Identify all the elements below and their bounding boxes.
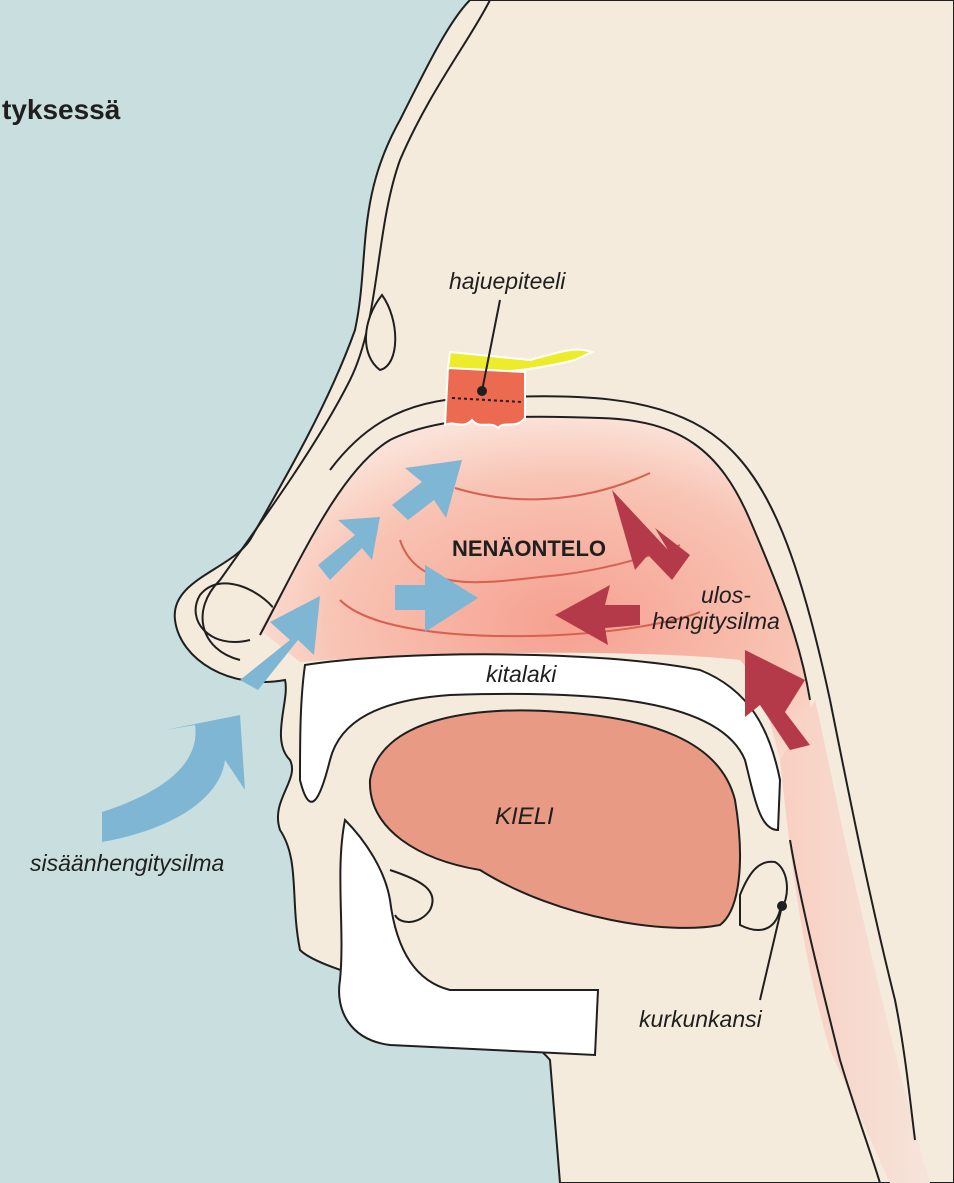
label-palate: kitalaki [486,661,556,688]
label-inhale-air: sisäänhengitysilma [30,850,224,877]
label-exhale-line1: ulos- [701,582,751,609]
diagram-title: tyksessä [2,94,120,126]
label-tongue: KIELI [495,803,554,831]
label-epiglottis: kurkunkansi [639,1006,762,1033]
inhale-arrow-curved [102,715,245,842]
label-nasal-cavity: NENÄONTELO [452,536,606,562]
label-exhale-line2: hengitysilma [652,608,780,635]
label-olfactory-epithelium: hajuepiteeli [449,268,565,295]
